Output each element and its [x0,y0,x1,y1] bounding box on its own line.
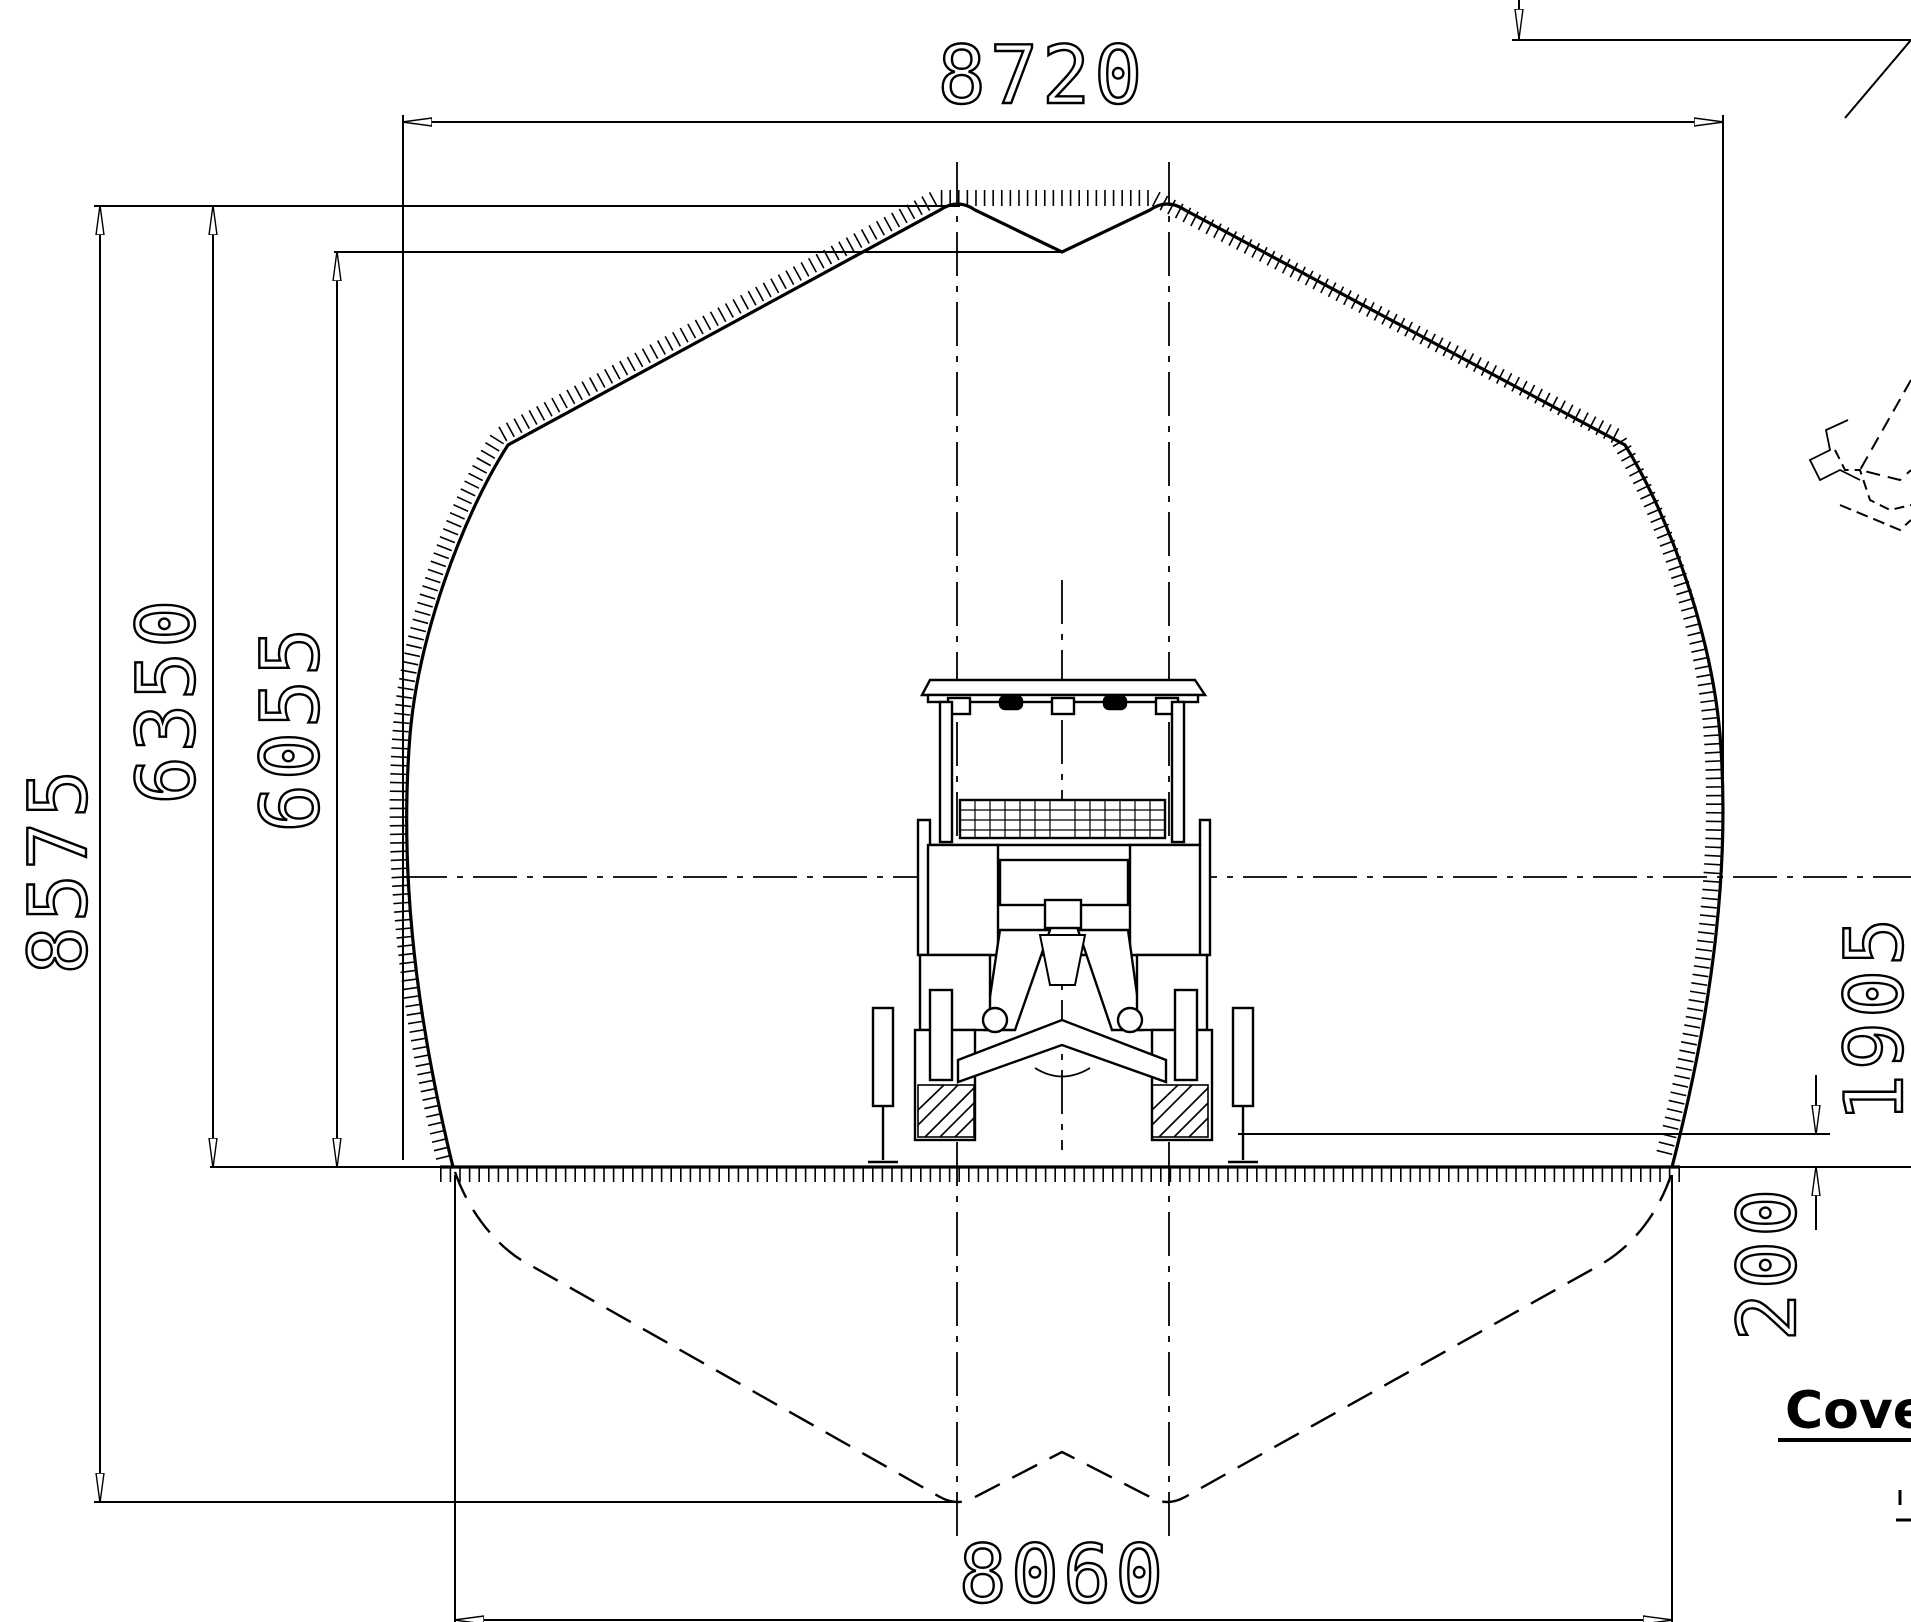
dim-clearance-side: 1905 [1828,914,1911,1123]
tire-hatch [917,1084,1209,1138]
dim-total-height: 8575 [12,766,105,975]
side-view-fragment [1808,379,1911,532]
dim-bottom-width: 8060 [959,1528,1168,1621]
canopy-lights [946,694,1180,716]
floor [440,1165,1680,1182]
vehicle-canopy [920,678,1208,697]
canopy-post-right [1170,700,1186,844]
dim-floor-offset: 200 [1721,1185,1814,1342]
tunnel-hatching [389,190,1722,1160]
dim-notch-height: 6055 [244,624,337,833]
invert-profile-dashed [453,1171,1674,1504]
canopy-post-left [938,700,954,844]
cover-label: Cover [1785,1381,1911,1441]
dim-top-width: 8720 [938,29,1147,122]
tunnel-profile [389,190,1725,1168]
stabilizer-left [871,1006,895,1108]
stabilizer-right [1231,1006,1255,1108]
dim-crown-height: 6350 [120,596,213,805]
tunnel-outline [405,202,1725,1168]
radiator-grille [958,798,1167,840]
dimension-lines [100,0,1816,1620]
axle-beam [956,1018,1168,1084]
mining-vehicle-front-view [868,678,1258,1164]
